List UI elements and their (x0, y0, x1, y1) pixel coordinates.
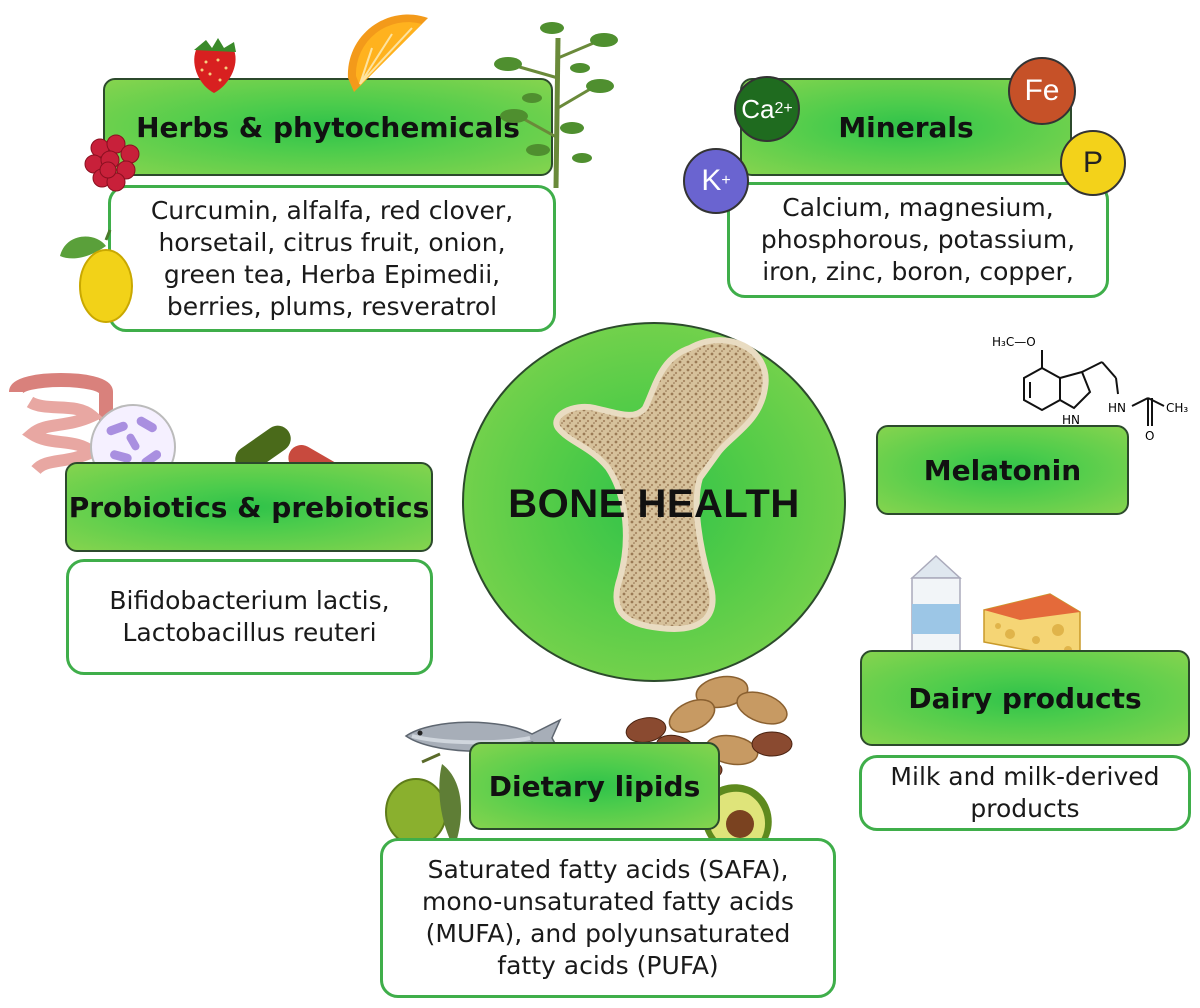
herbs-header: Herbs & phytochemicals (103, 78, 553, 176)
fish-icon (404, 718, 564, 758)
tomato-plant-icon (494, 22, 618, 189)
orange-slice-icon (347, 14, 428, 93)
minerals-box: Calcium, magnesium, phosphorous, potassi… (727, 182, 1109, 298)
minerals-line: phosphorous, potassium, (760, 225, 1076, 254)
center-title: BONE HEALTH (508, 482, 800, 526)
femur-bone-icon (553, 337, 769, 632)
probiotics-line: Bifidobacterium lactis, (109, 586, 390, 615)
dairy-box: Milk and milk-derived products (859, 755, 1191, 831)
herbs-line: horsetail, citrus fruit, onion, (158, 227, 506, 257)
minerals-title: Minerals (838, 110, 974, 144)
lipids-line: Saturated fatty acids (SAFA), (427, 855, 789, 884)
strawberry-icon (194, 38, 236, 93)
herbs-line: green tea, Herba Epimedii, (163, 259, 501, 289)
minerals-line: iron, zinc, boron, copper, (762, 257, 1074, 286)
lipids-header: Dietary lipids (469, 742, 720, 830)
structure-label: CH₃ (1166, 401, 1188, 415)
structure-label: HN (1108, 401, 1126, 415)
probiotics-title: Probiotics & prebiotics (68, 490, 430, 524)
lipids-line: fatty acids (PUFA) (497, 951, 719, 980)
lipids-title: Dietary lipids (488, 769, 701, 803)
dairy-title: Dairy products (908, 681, 1142, 715)
probiotics-box: Bifidobacterium lactis, Lactobacillus re… (66, 559, 433, 675)
structure-label: H₃C—O (992, 335, 1036, 349)
minerals-line: Calcium, magnesium, (782, 193, 1054, 222)
melatonin-header: Melatonin (876, 425, 1129, 515)
lipids-line: (MUFA), and polyunsaturated (425, 919, 791, 948)
iron-ion-icon: Fe (1008, 57, 1076, 125)
olive-icon (385, 752, 462, 848)
lemon-icon (60, 229, 133, 323)
milk-carton-icon (910, 554, 962, 657)
peanuts-icon (625, 675, 793, 781)
melatonin-title: Melatonin (923, 453, 1082, 487)
dairy-line: Milk and milk-derived (890, 762, 1160, 791)
structure-label: O (1145, 429, 1154, 443)
herbs-line: Curcumin, alfalfa, red clover, (150, 195, 514, 225)
probiotics-line: Lactobacillus reuteri (122, 618, 377, 647)
herbs-title: Herbs & phytochemicals (136, 110, 520, 144)
dairy-header: Dairy products (860, 650, 1190, 746)
herbs-box: Curcumin, alfalfa, red clover, horsetail… (108, 185, 556, 332)
melatonin-structure-icon: H₃C—O HN HN CH₃ O (992, 335, 1188, 443)
structure-label: HN (1062, 413, 1080, 427)
raspberry-icon (84, 134, 140, 192)
lipids-line: mono-unsaturated fatty acids (422, 887, 794, 916)
herbs-line: berries, plums, resveratrol (166, 291, 498, 321)
lipids-box: Saturated fatty acids (SAFA), mono-unsat… (380, 838, 836, 998)
probiotics-header: Probiotics & prebiotics (65, 462, 433, 552)
dairy-line: products (970, 794, 1080, 823)
potassium-ion-icon: K+ (683, 148, 749, 214)
phosphorus-ion-icon: P (1060, 130, 1126, 196)
